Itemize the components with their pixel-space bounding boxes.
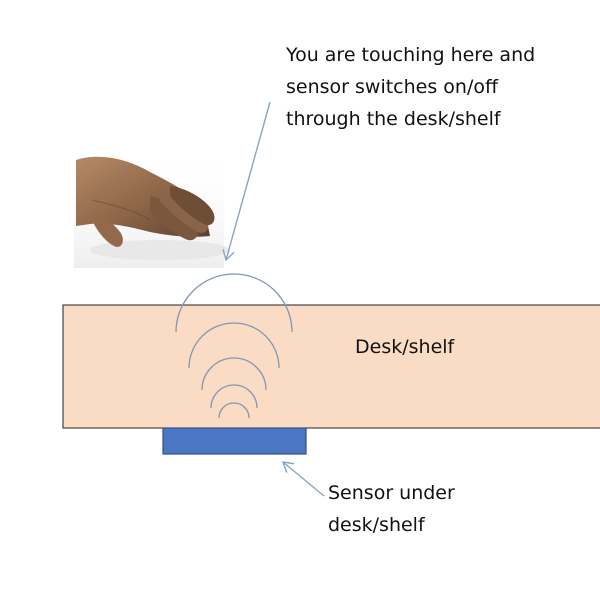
desk-label: Desk/shelf: [355, 336, 455, 358]
signal-wave-4: [188, 322, 280, 369]
sensor-callout-line-1: Sensor under: [328, 482, 455, 504]
touch-callout: You are touching here and sensor switche…: [286, 39, 535, 135]
signal-wave-3: [201, 357, 267, 391]
desk-board: [62, 304, 600, 429]
sensor-block: [162, 427, 307, 455]
signal-wave-2: [210, 384, 258, 409]
sensor-arrow: [283, 462, 325, 497]
touch-callout-line-2: sensor switches on/off: [286, 76, 499, 98]
sensor-callout: Sensor under desk/shelf: [328, 477, 455, 541]
signal-waves: [175, 273, 293, 419]
hand-icon: [74, 150, 230, 268]
sensor-callout-line-2: desk/shelf: [328, 514, 425, 536]
signal-wave-1: [218, 402, 250, 419]
signal-wave-5: [175, 273, 293, 333]
touch-arrow: [226, 101, 271, 260]
touch-callout-line-3: through the desk/shelf: [286, 108, 501, 130]
touch-callout-line-1: You are touching here and: [286, 44, 536, 66]
